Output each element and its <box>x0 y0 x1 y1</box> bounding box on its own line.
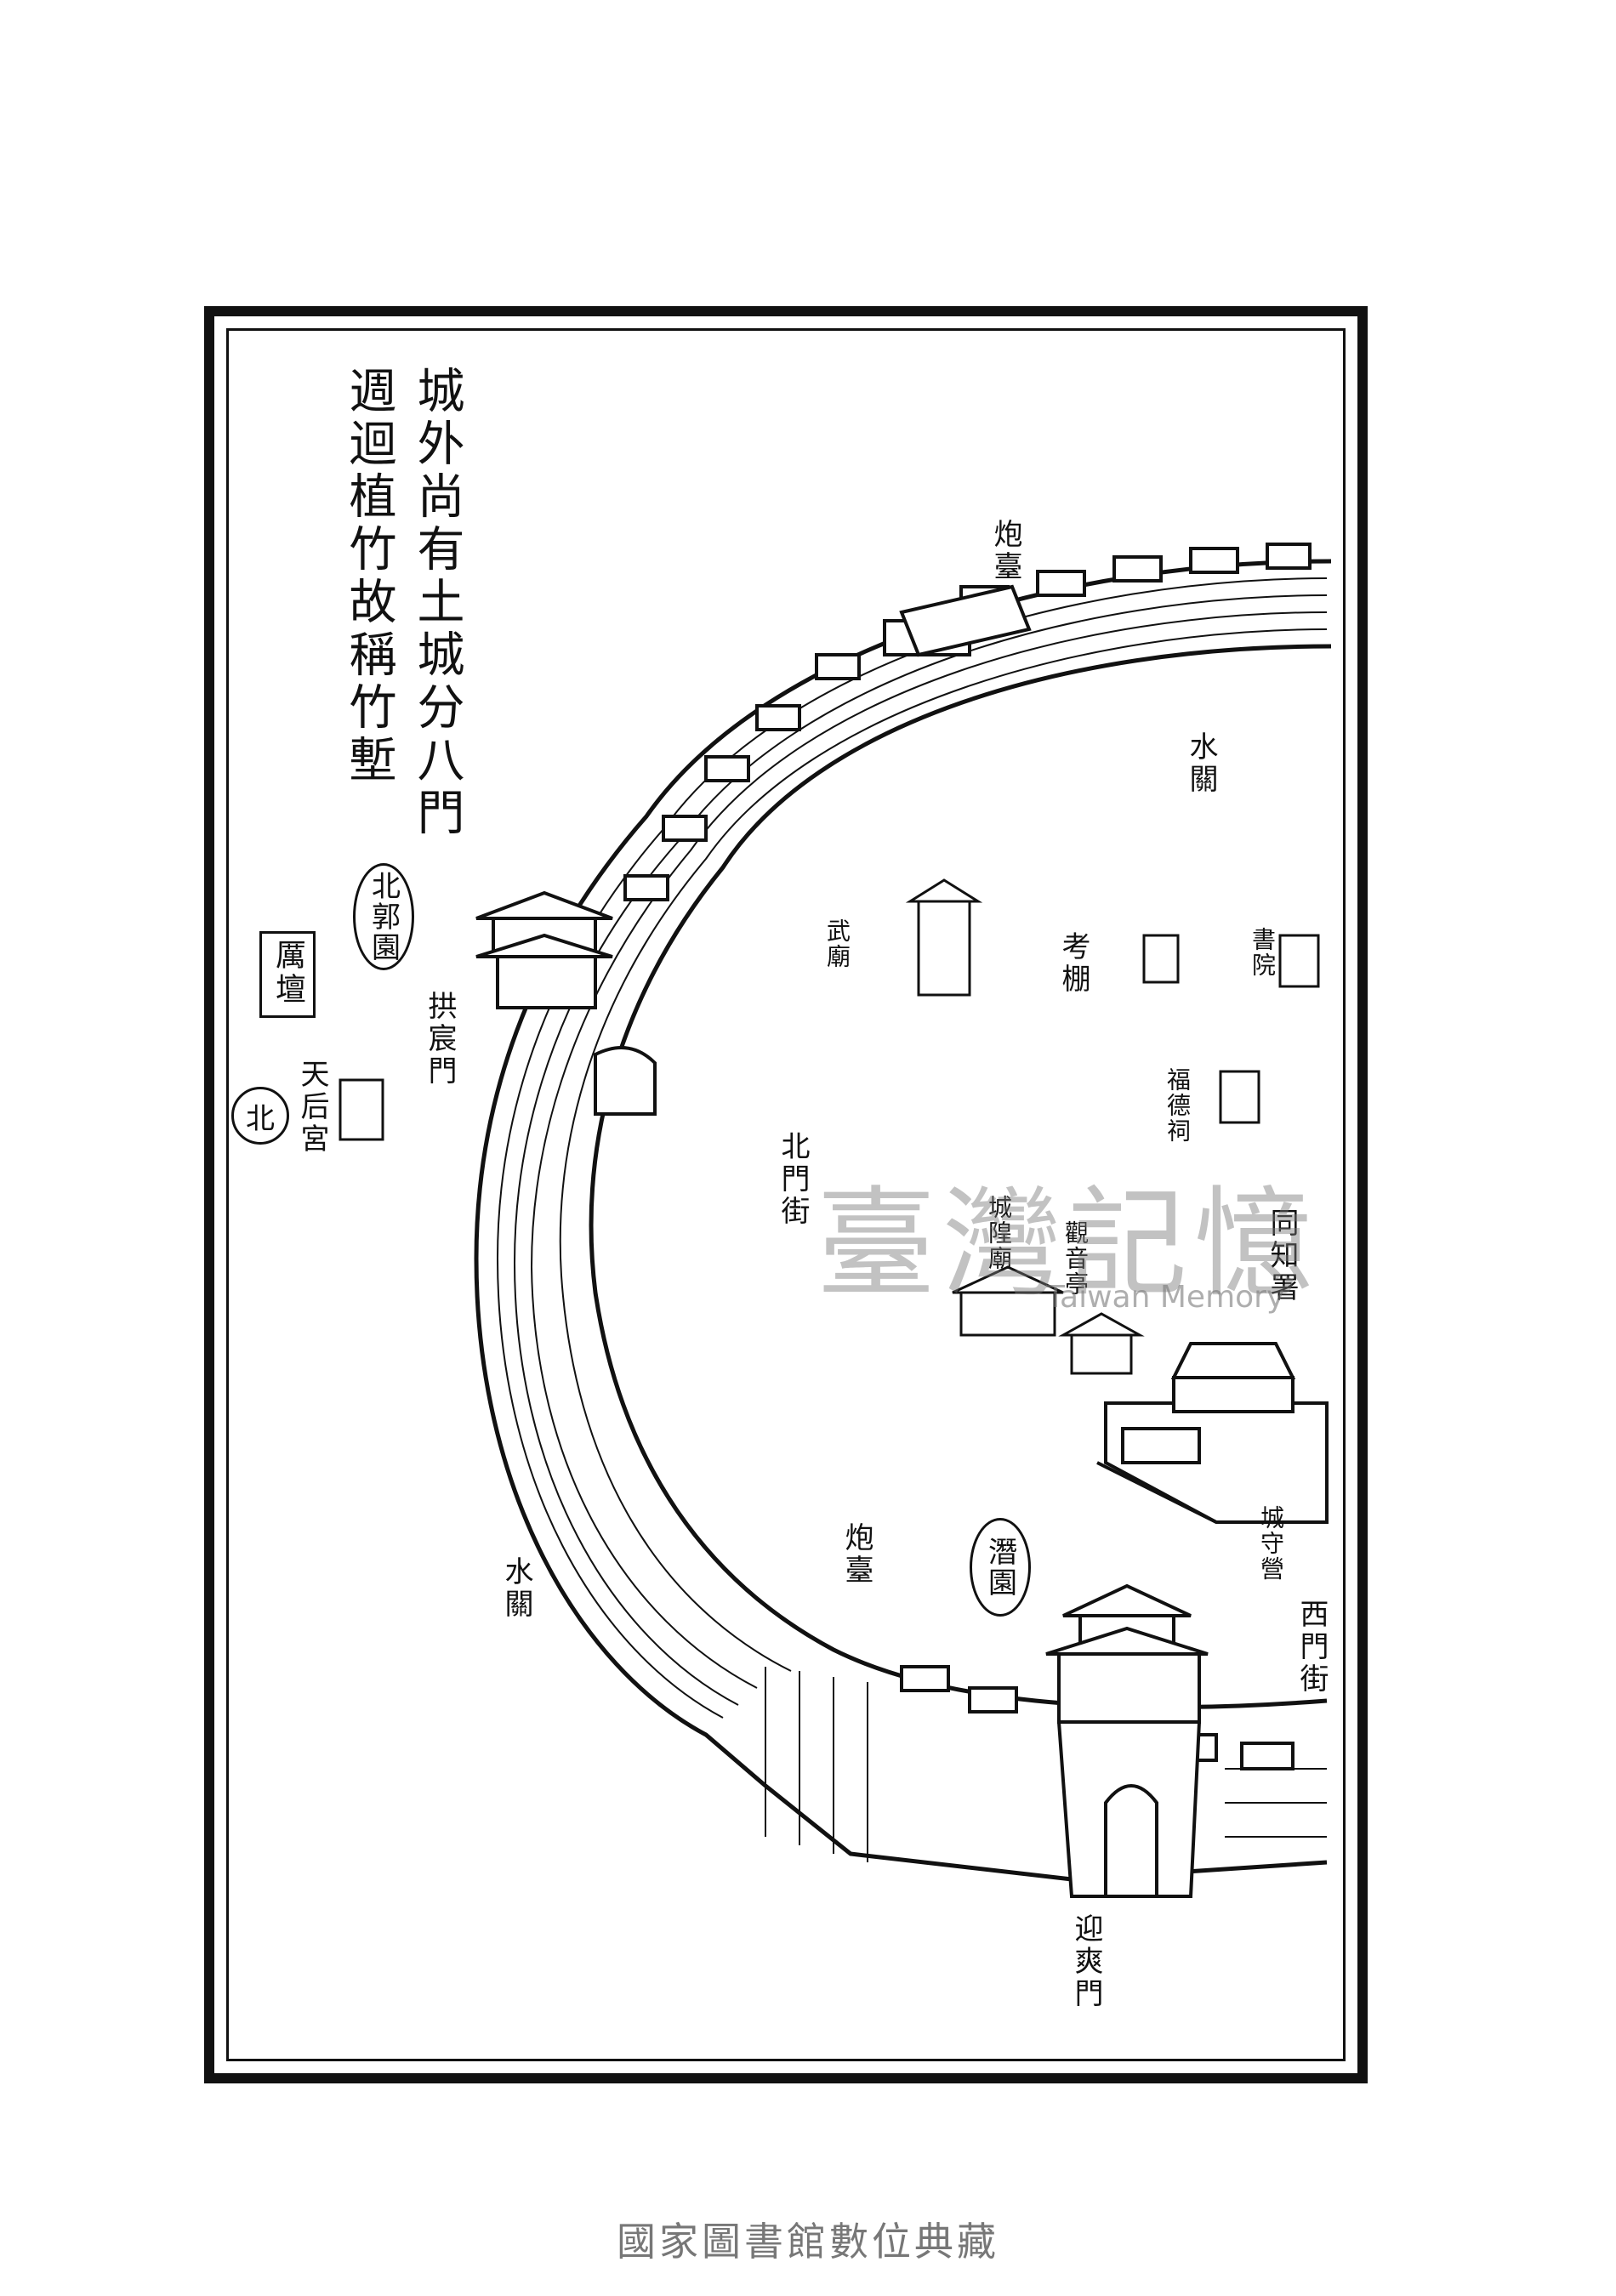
label-water-gate-west: 水關 <box>499 1556 533 1621</box>
label-guanyin-pavilion: 觀音亭 <box>1061 1220 1090 1297</box>
watermark-chinese: 臺灣記憶 <box>817 1175 1321 1314</box>
north-gate-tower <box>475 890 657 1116</box>
map-inner-border <box>226 328 1346 2061</box>
label-city-god-temple: 城隍廟 <box>985 1195 1013 1271</box>
label-gun-platform-west: 炮臺 <box>839 1522 873 1587</box>
label-yingshuang-gate: 迎爽門 <box>1069 1913 1103 2010</box>
label-academy: 書院 <box>1249 927 1277 978</box>
label-gongchen-gate: 拱宸門 <box>423 991 457 1088</box>
map-note-line-1: 城外尚有土城分八門 <box>409 366 464 840</box>
label-qian-garden: 潛園 <box>970 1518 1031 1617</box>
label-north-gate-street: 北門街 <box>776 1131 810 1228</box>
label-martial-temple: 武廟 <box>823 918 851 969</box>
label-tianhou-temple: 天后宮 <box>295 1059 329 1156</box>
label-fude-shrine: 福德祠 <box>1164 1067 1192 1144</box>
label-tongzhi-office: 同知署 <box>1265 1208 1299 1304</box>
temple-buildings <box>339 878 1320 1375</box>
map-outer-border <box>204 306 1368 2083</box>
litan-altar-text: 厲壇 <box>270 939 305 1007</box>
gun-platform-north <box>899 584 1032 657</box>
qian-garden-text: 潛園 <box>982 1537 1017 1598</box>
map-note-line-2: 週迴植竹故稱竹塹 <box>341 366 396 787</box>
label-garrison-camp: 城守營 <box>1257 1505 1285 1582</box>
label-gun-platform-north: 炮臺 <box>988 519 1022 583</box>
label-exam-hall: 考棚 <box>1056 931 1090 996</box>
north-marker: 北 <box>231 1087 289 1145</box>
label-litan-altar: 厲壇 <box>259 931 316 1018</box>
label-beiguo-garden: 北郭園 <box>353 863 414 970</box>
label-west-gate-street: 西門街 <box>1295 1599 1329 1696</box>
south-gate-tower <box>1045 1583 1209 1898</box>
label-water-gate-north: 水關 <box>1184 731 1218 796</box>
watermark-english: Taiwan Memory <box>1046 1280 1285 1315</box>
beiguo-garden-text: 北郭園 <box>366 871 401 963</box>
footer-collection-credit: 國家圖書館數位典藏 <box>617 2219 999 2265</box>
tongzhi-office-compound <box>1096 1342 1329 1524</box>
wall-bricks-south <box>765 1667 1327 1862</box>
